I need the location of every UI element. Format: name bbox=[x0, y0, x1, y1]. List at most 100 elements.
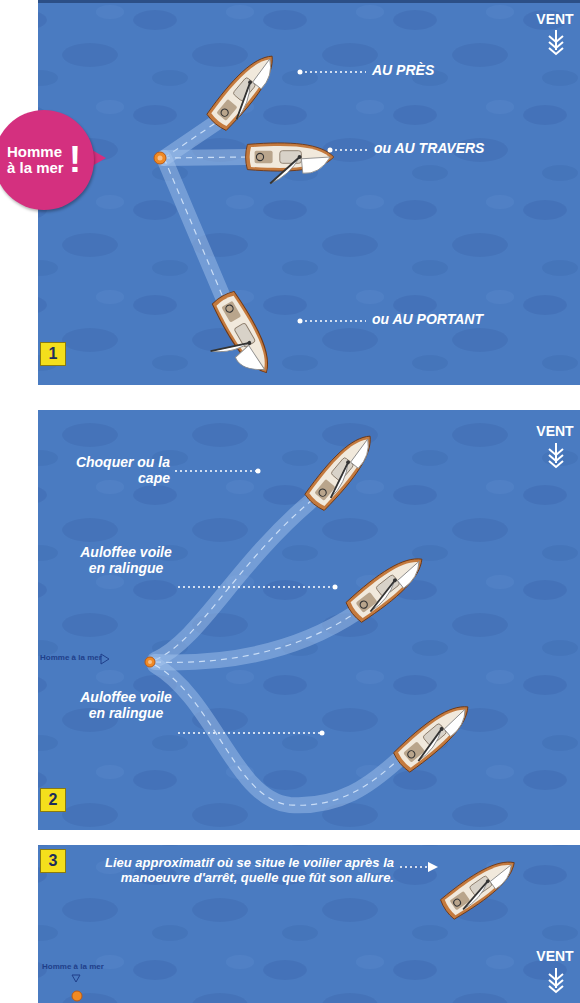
cockpit bbox=[403, 741, 425, 762]
jib bbox=[233, 344, 264, 379]
triangle-symbol bbox=[101, 654, 109, 664]
sailboat bbox=[303, 427, 381, 513]
leader-dot bbox=[298, 319, 303, 324]
mainsail bbox=[270, 157, 299, 183]
boom bbox=[412, 729, 448, 761]
wakes bbox=[155, 122, 398, 805]
wheel bbox=[359, 600, 369, 610]
wake-line bbox=[164, 157, 247, 158]
alert-badge: Homme à la mer! bbox=[0, 110, 94, 210]
boom bbox=[226, 82, 260, 119]
sea-panel bbox=[38, 410, 580, 830]
step-number-text: 2 bbox=[49, 791, 58, 809]
sea-panel bbox=[38, 845, 580, 1003]
boom bbox=[458, 881, 493, 909]
wind-label: VENT bbox=[532, 12, 578, 28]
leader-line bbox=[300, 71, 366, 73]
boom bbox=[270, 157, 299, 183]
mast bbox=[247, 340, 252, 345]
triangle-symbol bbox=[72, 975, 80, 982]
pointer bbox=[92, 150, 106, 166]
wind-arrow bbox=[549, 968, 563, 992]
mast bbox=[439, 726, 445, 732]
point-of-sail-label: ou AU PORTANT bbox=[372, 312, 483, 328]
wheel bbox=[256, 153, 263, 160]
wheel bbox=[225, 304, 235, 314]
cockpit bbox=[255, 151, 273, 164]
wake-line bbox=[155, 612, 357, 662]
wake bbox=[155, 665, 398, 805]
sea-panel bbox=[38, 0, 580, 385]
sea-texture bbox=[38, 0, 580, 385]
jib bbox=[349, 439, 376, 469]
hull bbox=[438, 852, 521, 922]
leader-dots bbox=[256, 70, 338, 736]
sea-texture bbox=[38, 845, 580, 1003]
point-of-sail-label: ou AU TRAVERS bbox=[374, 141, 484, 157]
step-number: 2 bbox=[40, 788, 66, 812]
hull bbox=[210, 289, 278, 379]
leader-arrow bbox=[400, 866, 436, 868]
mainsail bbox=[412, 729, 448, 761]
leader-line bbox=[330, 149, 369, 151]
jib bbox=[443, 709, 473, 736]
sailboat bbox=[205, 47, 283, 133]
panel-2 bbox=[38, 410, 580, 830]
leader-line bbox=[178, 586, 335, 588]
mainsail bbox=[458, 881, 493, 909]
leader-dot bbox=[320, 731, 325, 736]
step-number: 3 bbox=[40, 849, 66, 873]
wind-arrow bbox=[549, 30, 563, 54]
hull bbox=[303, 427, 381, 513]
deck bbox=[443, 857, 517, 917]
leader-dot bbox=[333, 585, 338, 590]
sailboat bbox=[190, 289, 279, 391]
sailboat bbox=[438, 852, 521, 922]
deck bbox=[396, 701, 471, 769]
mast bbox=[485, 879, 490, 884]
leader-line bbox=[300, 320, 366, 322]
leader-line bbox=[178, 732, 322, 734]
sailboat bbox=[246, 143, 334, 184]
mainsail bbox=[365, 580, 401, 611]
panel-edge bbox=[38, 0, 580, 3]
wind-arrows bbox=[549, 30, 563, 992]
boom bbox=[323, 462, 355, 498]
cockpit bbox=[314, 479, 335, 501]
wake bbox=[164, 157, 247, 158]
wake-line bbox=[164, 158, 223, 298]
note-text: Lieu approximatif où se situe le voilier… bbox=[92, 856, 394, 885]
wake-line bbox=[155, 500, 312, 660]
wind-label: VENT bbox=[532, 424, 578, 440]
panel-1 bbox=[38, 0, 580, 385]
sea-texture bbox=[38, 410, 580, 830]
leader-dot bbox=[256, 469, 261, 474]
cabin bbox=[280, 151, 302, 164]
boats bbox=[190, 47, 522, 921]
cockpit bbox=[216, 99, 237, 121]
jib bbox=[489, 865, 518, 890]
mast bbox=[345, 460, 351, 466]
jib bbox=[301, 157, 330, 173]
wake bbox=[155, 500, 312, 660]
badge-text: Homme à la mer bbox=[7, 144, 67, 176]
mainsail bbox=[226, 82, 260, 119]
wind-label: VENT bbox=[532, 949, 578, 965]
manoeuvre-label: Choquer ou la cape bbox=[72, 455, 170, 486]
wind-arrow bbox=[549, 443, 563, 467]
hull bbox=[391, 696, 477, 774]
step-number: 1 bbox=[40, 342, 66, 366]
manoeuvre-label: Auloffee voile en ralingue bbox=[78, 545, 174, 576]
sailboat bbox=[344, 548, 431, 624]
wake bbox=[155, 612, 357, 662]
person-head bbox=[148, 660, 152, 664]
wheel bbox=[406, 749, 416, 759]
deck bbox=[349, 553, 425, 619]
point-of-sail-label: AU PRÈS bbox=[372, 63, 434, 79]
person-label: Homme à la mer bbox=[42, 963, 104, 972]
step-number-text: 3 bbox=[49, 852, 58, 870]
person-in-water bbox=[154, 152, 166, 164]
person-label: Homme à la mer bbox=[40, 654, 102, 663]
wake bbox=[164, 158, 223, 298]
